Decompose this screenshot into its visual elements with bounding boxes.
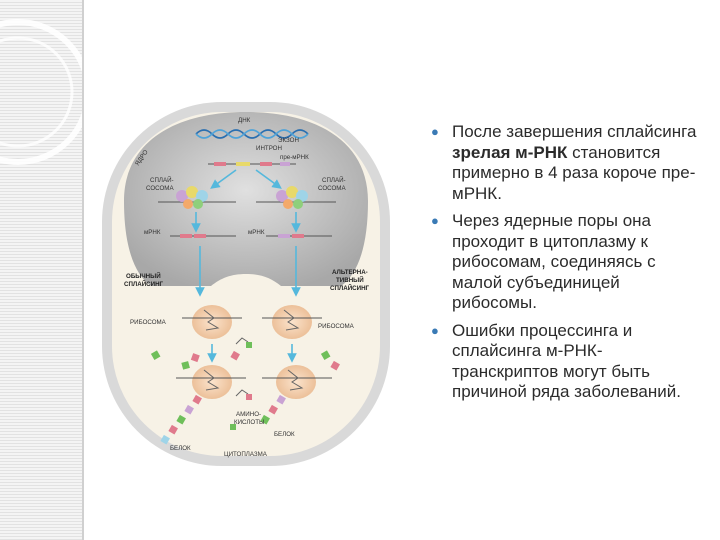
strip-divider <box>82 0 84 540</box>
ribosome-right-translating <box>262 365 332 399</box>
intron-label: ИНТРОН <box>256 145 282 152</box>
pre-mrna-label: пре-мРНК <box>280 154 309 161</box>
mrna-right-label: мРНК <box>248 229 265 236</box>
ribosome-right-label: РИБОСОМА <box>318 323 355 330</box>
bullet-marker: ● <box>431 322 439 338</box>
decorative-side-strip <box>0 0 82 540</box>
amino-acids-label-2: КИСЛОТЫ <box>234 419 264 426</box>
diagram-canvas: ДНК ЯДРО ИНТРОН ЭКЗОН пре-мРНК СПЛАЙ- СО… <box>102 102 390 466</box>
alt-splicing-label-3: СПЛАЙСИНГ <box>330 284 370 292</box>
free-amino-acids <box>230 337 252 430</box>
spliceosome-right-label-2: СОСОМА <box>318 185 346 192</box>
mrna-left <box>170 234 236 238</box>
bullet-text: После завершения сплайсинга зрелая м-РНК… <box>452 122 697 203</box>
ribosome-left-label: РИБОСОМА <box>130 319 167 326</box>
ribosome-right <box>262 305 322 339</box>
dna-helix <box>195 129 309 139</box>
bullet-item: ● После завершения сплайсинга зрелая м-Р… <box>428 122 708 204</box>
spliceosome-left <box>158 186 236 209</box>
bullet-text: Через ядерные поры она проходит в цитопл… <box>452 211 656 312</box>
normal-splicing-label-1: ОБЫЧНЫЙ <box>126 272 161 280</box>
spliceosome-left-label-1: СПЛАЙ- <box>150 176 174 184</box>
amino-acids-label-1: АМИНО- <box>236 411 261 418</box>
protein-chain-left <box>150 350 240 445</box>
bullet-marker: ● <box>431 124 439 139</box>
cytoplasm-label: ЦИТОПЛАЗМА <box>224 451 268 458</box>
nucleus <box>124 112 368 286</box>
mrna-left-label: мРНК <box>144 229 161 236</box>
bullet-item: ● Через ядерные поры она проходит в цито… <box>428 211 708 314</box>
protein-chain-right <box>260 350 340 425</box>
ribosome-left-translating <box>176 353 246 399</box>
spliceosome-left-label-2: СОСОМА <box>146 185 174 192</box>
protein-right-label: БЕЛОК <box>274 431 295 438</box>
mrna-right <box>266 234 332 238</box>
splicing-diagram: ДНК ЯДРО ИНТРОН ЭКЗОН пре-мРНК СПЛАЙ- СО… <box>96 96 396 476</box>
bullet-item: ● Ошибки процессинга и сплайсинга м-РНК-… <box>428 321 708 403</box>
arrow-to-left-spliceosome <box>210 169 237 189</box>
alt-splicing-label-2: ТИВНЫЙ <box>336 276 364 284</box>
protein-left-label: БЕЛОК <box>170 445 191 452</box>
normal-splicing-label-2: СПЛАЙСИНГ <box>124 280 164 288</box>
bullet-text: Ошибки процессинга и сплайсинга м-РНК-тр… <box>452 320 681 402</box>
pre-mrna-strand <box>208 162 296 166</box>
arrow-to-right-spliceosome <box>255 169 282 189</box>
alt-splicing-label-1: АЛЬТЕРНА- <box>332 269 368 276</box>
exon-label: ЭКЗОН <box>278 137 299 144</box>
bullet-marker: ● <box>431 213 439 228</box>
spliceosome-right <box>256 186 336 209</box>
spliceosome-right-label-1: СПЛАЙ- <box>322 176 346 184</box>
decorative-rings <box>0 19 82 165</box>
dna-label: ДНК <box>238 117 251 124</box>
ribosome-left <box>182 305 242 339</box>
bullet-list: ● После завершения сплайсинга зрелая м-Р… <box>428 122 708 410</box>
